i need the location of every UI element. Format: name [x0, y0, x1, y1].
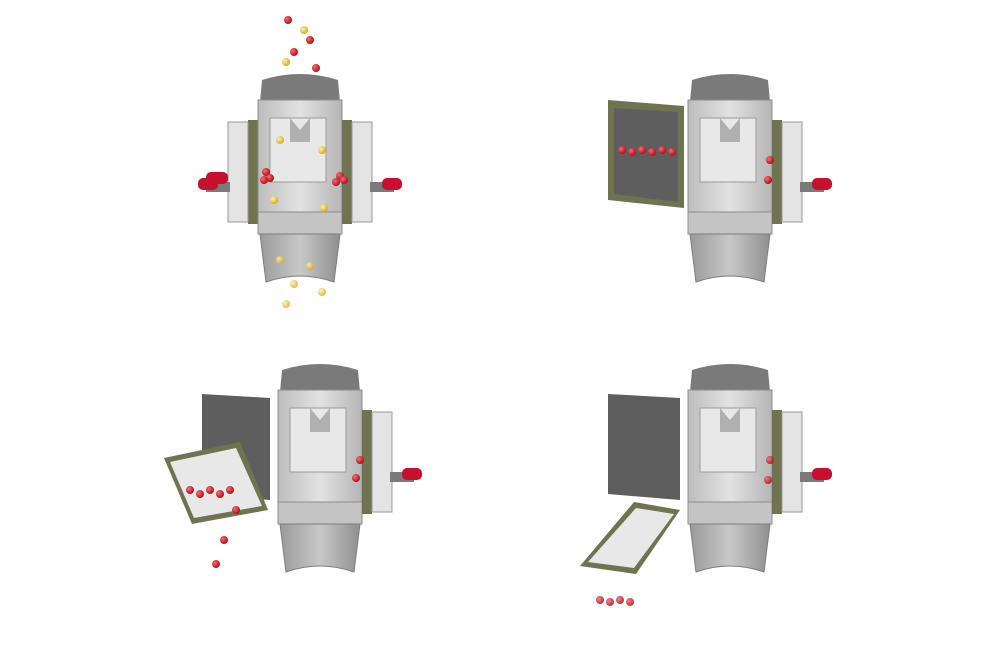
panel-step-3 [164, 363, 423, 573]
open-door-magnet[interactable] [608, 100, 684, 208]
panel-step-1 [197, 16, 403, 308]
tilted-magnet-plate[interactable] [164, 442, 268, 524]
panel-step-2 [608, 73, 833, 283]
right-cabinet [341, 119, 403, 225]
left-cabinet [197, 119, 259, 225]
door-back-panel [608, 394, 680, 500]
central-housing [687, 73, 773, 283]
right-cabinet [361, 409, 423, 515]
left-handle[interactable] [206, 172, 228, 184]
central-housing [687, 363, 773, 573]
panel-step-4 [580, 363, 833, 606]
central-housing [277, 363, 363, 573]
right-cabinet [771, 119, 833, 225]
lowered-magnet-plate[interactable] [580, 502, 680, 574]
right-cabinet [771, 409, 833, 515]
